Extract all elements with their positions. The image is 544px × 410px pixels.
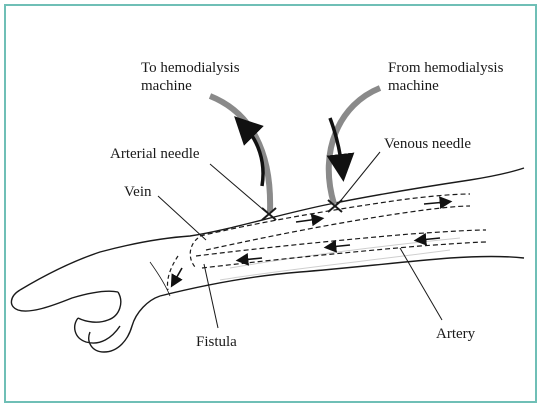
arm-lower-edge bbox=[160, 257, 524, 297]
wrist-crease bbox=[150, 262, 170, 296]
label-to-machine-line1: To hemodialysis bbox=[141, 60, 240, 76]
arrow-to-machine bbox=[244, 126, 263, 186]
flow-arrow-artery-2 bbox=[330, 245, 350, 247]
hand-fingers bbox=[75, 292, 160, 352]
label-arterial-needle: Arterial needle bbox=[110, 146, 200, 162]
label-venous-needle: Venous needle bbox=[384, 136, 471, 152]
flow-arrow-artery-1 bbox=[420, 238, 440, 240]
flow-arrow-vein-2 bbox=[424, 202, 446, 204]
label-vein: Vein bbox=[124, 184, 152, 200]
label-from-machine-line2: machine bbox=[388, 78, 439, 94]
fistula-connection bbox=[167, 238, 198, 290]
label-artery: Artery bbox=[436, 326, 476, 342]
flow-arrow-fistula bbox=[174, 268, 182, 282]
flow-arrow-vein-1 bbox=[296, 219, 318, 222]
label-from-machine-line1: From hemodialysis bbox=[388, 60, 504, 76]
leader-lines bbox=[158, 152, 442, 328]
hand-thumb bbox=[11, 290, 118, 311]
leader-vein bbox=[158, 196, 206, 240]
leader-arterial-needle bbox=[210, 164, 266, 212]
labels: To hemodialysis machine From hemodialysi… bbox=[110, 60, 504, 350]
venous-tube bbox=[329, 88, 380, 204]
leader-fistula bbox=[204, 264, 218, 328]
flow-arrow-artery-3 bbox=[242, 258, 262, 260]
dialysis-tubes bbox=[210, 88, 380, 212]
label-to-machine-line2: machine bbox=[141, 78, 192, 94]
label-fistula: Fistula bbox=[196, 334, 237, 350]
artery-vessel bbox=[196, 230, 488, 268]
